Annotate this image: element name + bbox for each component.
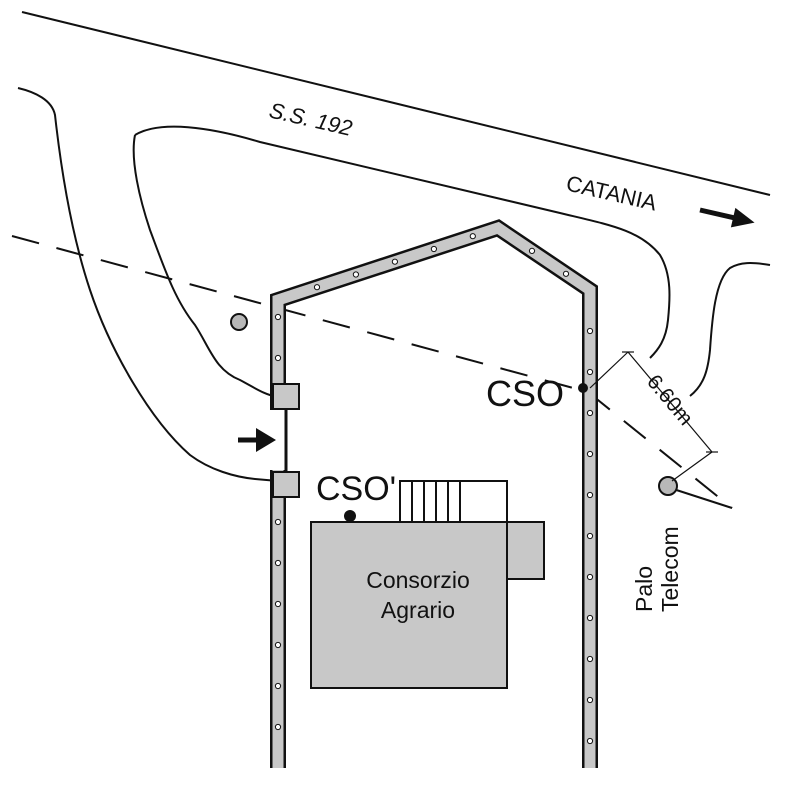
survey-point-west [230, 313, 248, 331]
fence-dots [274, 233, 594, 745]
fence-dot [586, 737, 594, 745]
cso-prime-label: CSO' [316, 470, 396, 508]
road-edge-east [689, 262, 771, 397]
building-stairs [399, 480, 508, 523]
cso-prime-point [344, 510, 356, 522]
building-consorzio-agrario: Consorzio Agrario [310, 480, 545, 689]
fence-dot [274, 641, 282, 649]
distance-label: 6.60m [642, 370, 697, 430]
fence-dot [562, 270, 570, 277]
fence-dot [586, 655, 594, 663]
direction-label: CATANIA [564, 171, 660, 216]
building-main [310, 521, 508, 689]
pole-label-line2: Telecom [657, 526, 683, 612]
road-label: S.S. 192 [267, 98, 355, 141]
fence-dot [586, 368, 594, 376]
road-edge-south [134, 125, 671, 359]
arrow-right-icon [699, 207, 755, 228]
fence-dot [274, 313, 282, 321]
dimension-line [627, 351, 713, 453]
fence-dot [313, 284, 321, 291]
fence-dot [528, 247, 536, 254]
gate-gap [270, 410, 286, 470]
contour-line-outer [17, 87, 279, 482]
fence-dot [274, 518, 282, 526]
fence-dot [430, 245, 437, 253]
fence-dot [586, 573, 594, 581]
fence-dot [586, 327, 594, 335]
fence-dot [274, 682, 282, 690]
cso-label: CSO [486, 373, 564, 414]
fence-dot [586, 409, 594, 417]
fence-dot [274, 559, 282, 567]
cso-point [578, 383, 588, 393]
building-label-line1: Consorzio [366, 567, 470, 593]
fence [270, 219, 598, 768]
fence-dot [274, 723, 282, 731]
contour-lines [17, 87, 279, 482]
arrow-right-icon [238, 428, 276, 452]
fence-dot [586, 614, 594, 622]
pole-label-line1: Palo [631, 566, 657, 612]
fence-dot [586, 532, 594, 540]
road-ss192 [21, 11, 771, 397]
dimension-leader-pole [671, 451, 713, 482]
dimension-leader-cso [589, 351, 629, 389]
gate-post-top [272, 383, 300, 410]
fence-dot [274, 600, 282, 608]
alignment-line-east [587, 391, 733, 509]
fence-dot [391, 258, 398, 265]
telecom-pole [658, 476, 678, 496]
road-edge-north [21, 11, 771, 196]
gate-post-bottom [272, 471, 300, 498]
distance-dimension [589, 351, 718, 482]
stair-steps [411, 481, 461, 522]
fence-dot [274, 354, 282, 362]
alignment-dashed-line [11, 235, 589, 393]
fence-dot [352, 271, 359, 278]
fence-dot [586, 696, 594, 704]
fence-dot [469, 233, 476, 240]
building-label-line2: Agrario [381, 597, 455, 623]
fence-dot [586, 450, 594, 458]
fence-dot [586, 491, 594, 499]
contour-line-inner [132, 134, 279, 398]
